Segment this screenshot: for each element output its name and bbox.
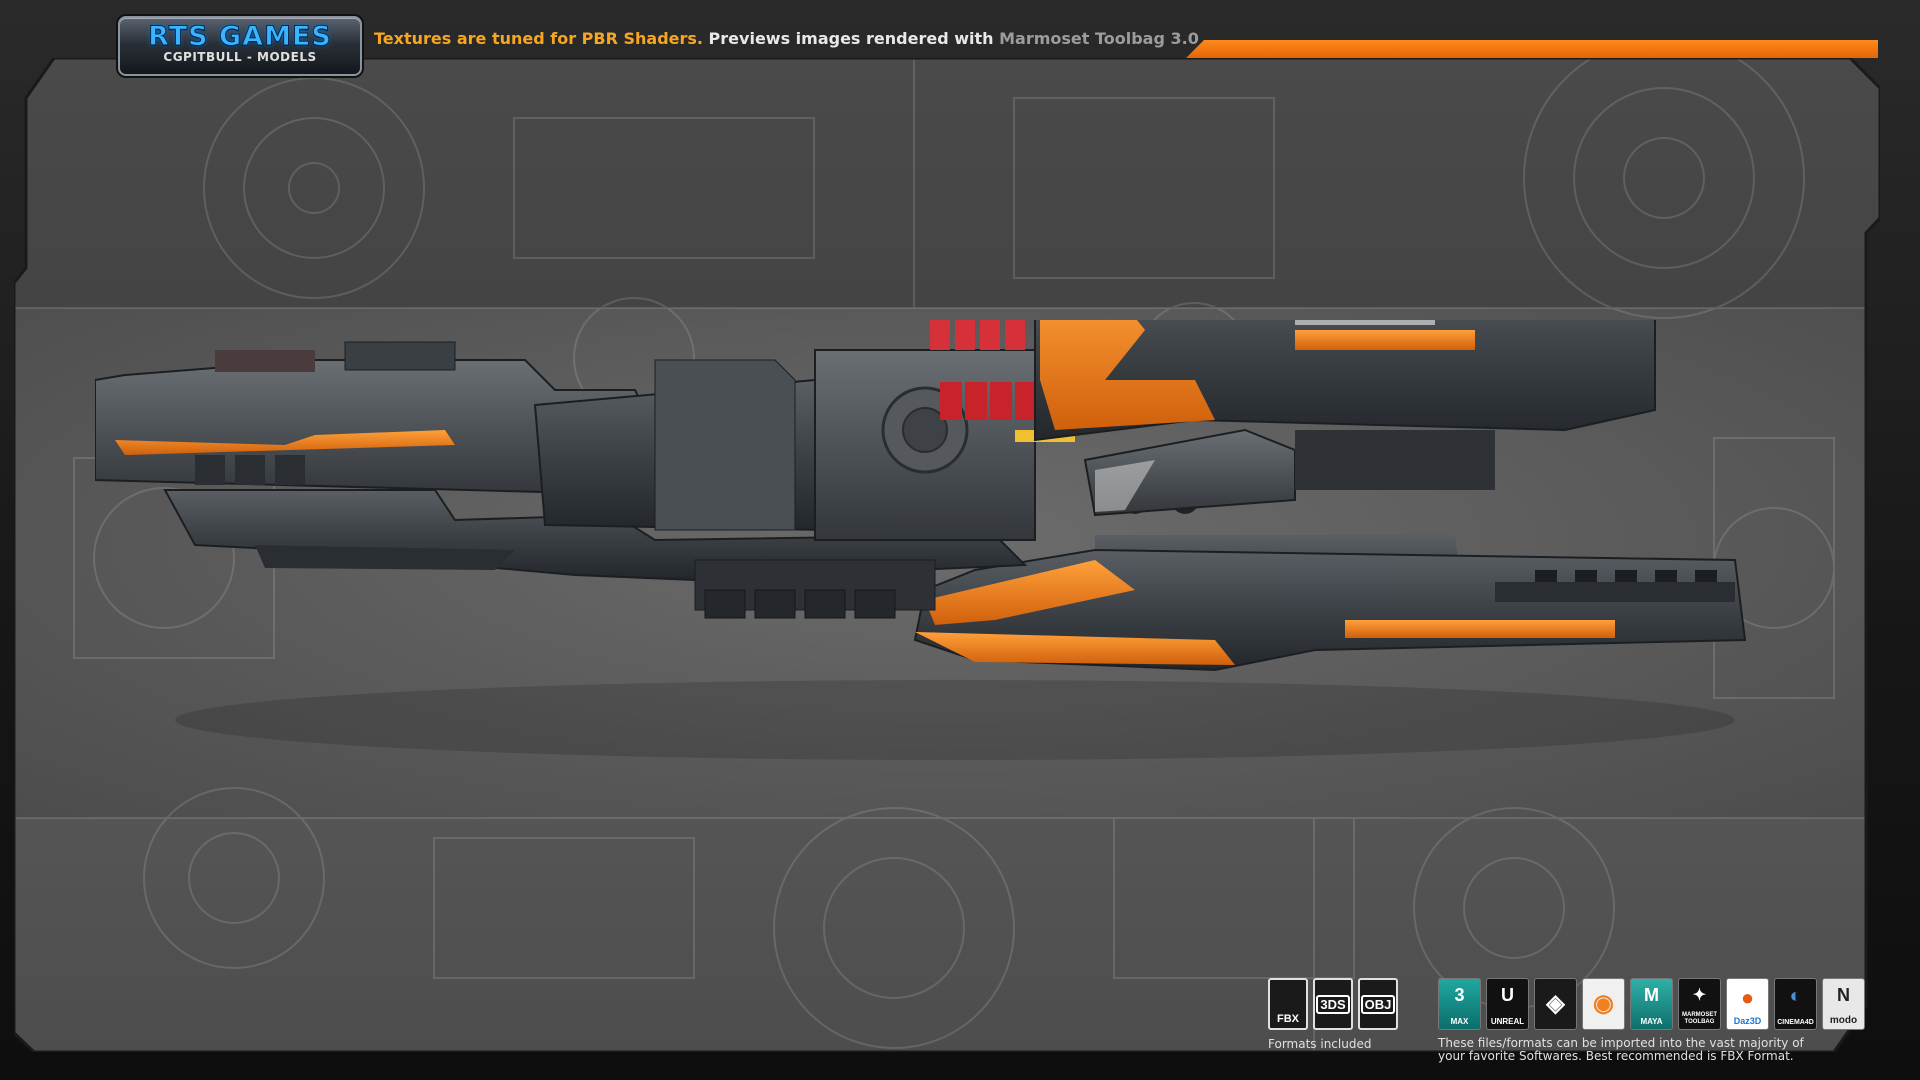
marmoset-label: MARMOSET TOOLBAG xyxy=(1682,1012,1717,1025)
supported-softwares: 3 MAX U UNREAL ◈ ◉ M MAYA ✦ MARMOSET TOO… xyxy=(1438,978,1865,1030)
formats-caption: Formats included xyxy=(1268,1037,1372,1051)
maya-icon: M MAYA xyxy=(1630,978,1673,1030)
obj-file-icon: OBJ xyxy=(1358,978,1398,1030)
rear-upper-hull xyxy=(1034,320,1656,517)
header-info-text: Textures are tuned for PBR Shaders. Prev… xyxy=(374,29,1199,48)
softwares-caption: These files/formats can be imported into… xyxy=(1438,1037,1878,1063)
daz3d-label: Daz3D xyxy=(1733,1016,1762,1026)
lower-engine-pod xyxy=(913,486,1747,672)
3ds-max-label: MAX xyxy=(1450,1017,1469,1026)
cinema4d-label: CINEMA4D xyxy=(1777,1019,1814,1026)
header-text-pbr: Textures are tuned for PBR Shaders. xyxy=(374,29,703,48)
maya-label: MAYA xyxy=(1640,1017,1663,1026)
logo-subtitle: CGPITBULL - MODELS xyxy=(163,50,317,64)
logo-title: RTS GAMES xyxy=(148,21,332,53)
formats-included: FBX 3DS OBJ xyxy=(1268,978,1398,1030)
modo-icon: N modo xyxy=(1822,978,1865,1030)
unity-icon: ◈ xyxy=(1534,978,1577,1030)
header-text-marmoset: Marmoset Toolbag 3.0 xyxy=(999,29,1199,48)
blender-icon: ◉ xyxy=(1582,978,1625,1030)
orange-accent-bar xyxy=(1186,40,1878,58)
3ds-file-icon: 3DS xyxy=(1313,978,1353,1030)
softwares-caption-line2: your favorite Softwares. Best recommende… xyxy=(1438,1049,1794,1063)
obj-label: OBJ xyxy=(1360,995,1396,1014)
marmoset-toolbag-icon: ✦ MARMOSET TOOLBAG xyxy=(1678,978,1721,1030)
softwares-caption-line1: These files/formats can be imported into… xyxy=(1438,1036,1804,1050)
cinema4d-icon: ◐ CINEMA4D xyxy=(1774,978,1817,1030)
unreal-label: UNREAL xyxy=(1490,1017,1525,1026)
unreal-engine-icon: U UNREAL xyxy=(1486,978,1529,1030)
daz3d-icon: ● Daz3D xyxy=(1726,978,1769,1030)
header-text-rendered: Previews images rendered with xyxy=(702,29,1000,48)
3ds-max-icon: 3 MAX xyxy=(1438,978,1481,1030)
3ds-label: 3DS xyxy=(1316,995,1350,1014)
central-hull xyxy=(95,320,1075,541)
fbx-file-icon: FBX xyxy=(1268,978,1308,1030)
main-lower-hull xyxy=(163,489,1028,619)
fbx-label: FBX xyxy=(1277,1013,1299,1025)
rts-games-logo: RTS GAMES CGPITBULL - MODELS xyxy=(118,16,362,76)
spaceship-model-render xyxy=(95,320,1747,760)
modo-label: modo xyxy=(1829,1015,1858,1026)
